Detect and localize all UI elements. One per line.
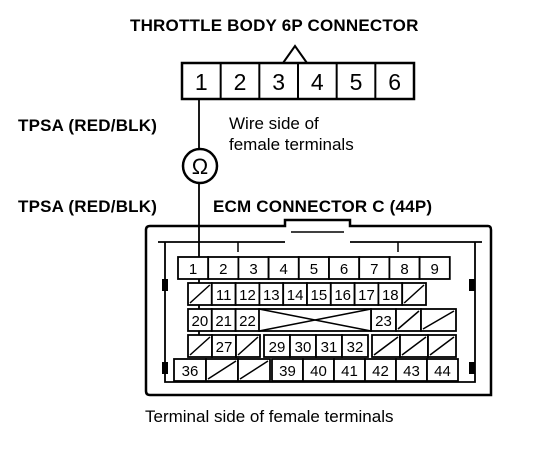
- ecm-terminal-label: 14: [287, 287, 304, 304]
- ecm-blank-slash: [189, 336, 211, 356]
- ecm-terminal-label: 4: [280, 261, 288, 278]
- ecm-terminal-label: 41: [341, 363, 358, 380]
- ecm-terminal-label: 43: [403, 363, 420, 380]
- ecm-terminal-label: 5: [310, 261, 318, 278]
- throttle-pin-label: 1: [195, 69, 208, 95]
- ecm-housing-outline: [144, 218, 493, 397]
- ecm-terminal-label: 30: [295, 339, 312, 356]
- ecm-blank-slash: [239, 360, 269, 380]
- ecm-blank-cross: [258, 308, 372, 332]
- ecm-blank-slash: [429, 336, 455, 356]
- ecm-terminal-label: 40: [310, 363, 327, 380]
- wire-side-note-line2: female terminals: [229, 135, 354, 154]
- ecm-terminal-label: 36: [182, 363, 199, 380]
- ecm-terminal-label: 16: [334, 287, 351, 304]
- ecm-terminal-label: 3: [249, 261, 257, 278]
- throttle-pin-label: 2: [234, 69, 247, 95]
- ecm-connector-title: ECM CONNECTOR C (44P): [213, 197, 433, 216]
- ecm-terminal-label: 39: [279, 363, 296, 380]
- ecm-blank-slash: [207, 360, 237, 380]
- ecm-right-lower-latch: [469, 362, 475, 374]
- ecm-terminal-label: 2: [219, 261, 227, 278]
- ecm-left-lower-latch: [162, 362, 168, 374]
- ecm-terminal-label: 9: [431, 261, 439, 278]
- ecm-blank-slash: [401, 336, 427, 356]
- ecm-terminal-label: 15: [311, 287, 328, 304]
- ecm-terminal-label: 29: [269, 339, 286, 356]
- throttle-pin-label: 4: [311, 69, 324, 95]
- ecm-blank-slash: [422, 310, 455, 330]
- ecm-terminal-label: 21: [215, 313, 232, 330]
- throttle-pin-label: 3: [272, 69, 285, 95]
- ecm-terminal-cell: [418, 256, 451, 280]
- ecm-inner-shroud: [164, 242, 476, 383]
- ecm-terminal-label: 20: [192, 313, 209, 330]
- ecm-blank-slash: [373, 336, 399, 356]
- ecm-terminal-label: 44: [434, 363, 451, 380]
- throttle-connector-title: THROTTLE BODY 6P CONNECTOR: [130, 16, 419, 35]
- throttle-connector-key: [282, 44, 308, 64]
- ecm-terminal-label: 27: [216, 339, 233, 356]
- ecm-blank-slash: [237, 336, 259, 356]
- ecm-blank-slash: [397, 310, 420, 330]
- ecm-terminal-label: 6: [340, 261, 348, 278]
- ecm-terminal-label: 7: [370, 261, 378, 278]
- ecm-terminal-label: 18: [382, 287, 399, 304]
- ecm-terminal-label: 17: [358, 287, 375, 304]
- throttle-pin-label: 5: [350, 69, 363, 95]
- ecm-blank-slash: [403, 284, 425, 304]
- ecm-terminal-label: 42: [372, 363, 389, 380]
- ecm-terminal-label: 23: [375, 313, 392, 330]
- ecm-blank-slash: [189, 284, 211, 304]
- throttle-pin-label: 6: [388, 69, 401, 95]
- ecm-terminal-label: 11: [216, 287, 232, 304]
- tpsa-label-lower: TPSA (RED/BLK): [18, 197, 158, 216]
- ecm-terminal-cell: [341, 334, 369, 358]
- terminal-side-caption: Terminal side of female terminals: [145, 407, 394, 426]
- ecm-terminal-cell: [426, 358, 459, 382]
- tpsa-label-upper: TPSA (RED/BLK): [18, 116, 158, 135]
- ecm-terminal-label: 32: [347, 339, 364, 356]
- ecm-terminal-label: 12: [239, 287, 256, 304]
- ecm-left-latch: [162, 279, 168, 291]
- ohmmeter-icon: Ω: [192, 154, 208, 179]
- ecm-terminal-label: 13: [263, 287, 280, 304]
- ecm-terminal-label: 31: [321, 339, 338, 356]
- ecm-terminal-label: 8: [400, 261, 408, 278]
- ecm-terminal-label: 1: [189, 261, 197, 278]
- ecm-right-latch: [469, 279, 475, 291]
- wire-side-note-line1: Wire side of: [229, 114, 319, 133]
- ohmmeter-circle: [181, 147, 219, 185]
- ecm-terminal-label: 22: [239, 313, 256, 330]
